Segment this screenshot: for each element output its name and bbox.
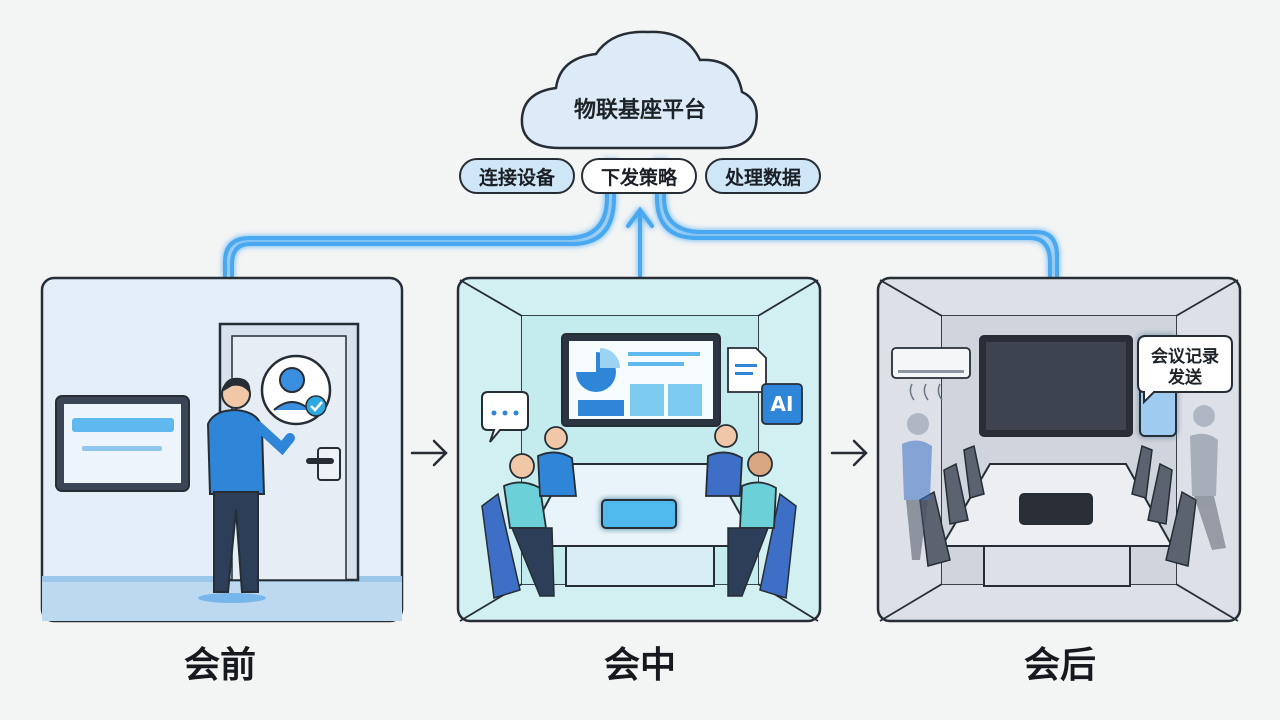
air-conditioner: [891, 347, 971, 401]
callout-line-2: 发送: [1168, 368, 1202, 388]
presentation-screen: [561, 333, 721, 427]
face-recognition-icon: [260, 354, 332, 426]
wall-display: [55, 395, 190, 492]
person-standing: [198, 377, 295, 603]
panel-during-meeting: [456, 276, 822, 623]
platform-title: 物联基座平台: [573, 98, 706, 123]
ai-chip-label: AI: [770, 392, 794, 416]
panel-after-meeting: [876, 276, 1242, 623]
arrow-right-icon: [830, 439, 868, 467]
action-push-policy: 下发策略: [581, 158, 697, 194]
tv-screen-off: [979, 335, 1133, 437]
stage-label-before: 会前: [183, 645, 256, 686]
speech-bubble-icon: [481, 391, 529, 443]
callout-bubble: [1137, 335, 1233, 405]
callout-line-1: 会议记录: [1151, 347, 1219, 367]
stage-label-during: 会中: [603, 645, 676, 686]
connection-lines: [223, 158, 1059, 278]
participants: [481, 424, 797, 599]
panel-before-meeting: [40, 276, 404, 623]
action-connect-devices: 连接设备: [459, 158, 575, 194]
action-process-data: 处理数据: [705, 158, 821, 194]
ai-document-icon: [727, 347, 803, 425]
people-leaving: [902, 405, 1226, 560]
cloud-icon: [520, 30, 758, 150]
arrow-right-icon: [410, 439, 448, 467]
stage-label-after: 会后: [1023, 645, 1096, 686]
meeting-table: [522, 463, 760, 587]
